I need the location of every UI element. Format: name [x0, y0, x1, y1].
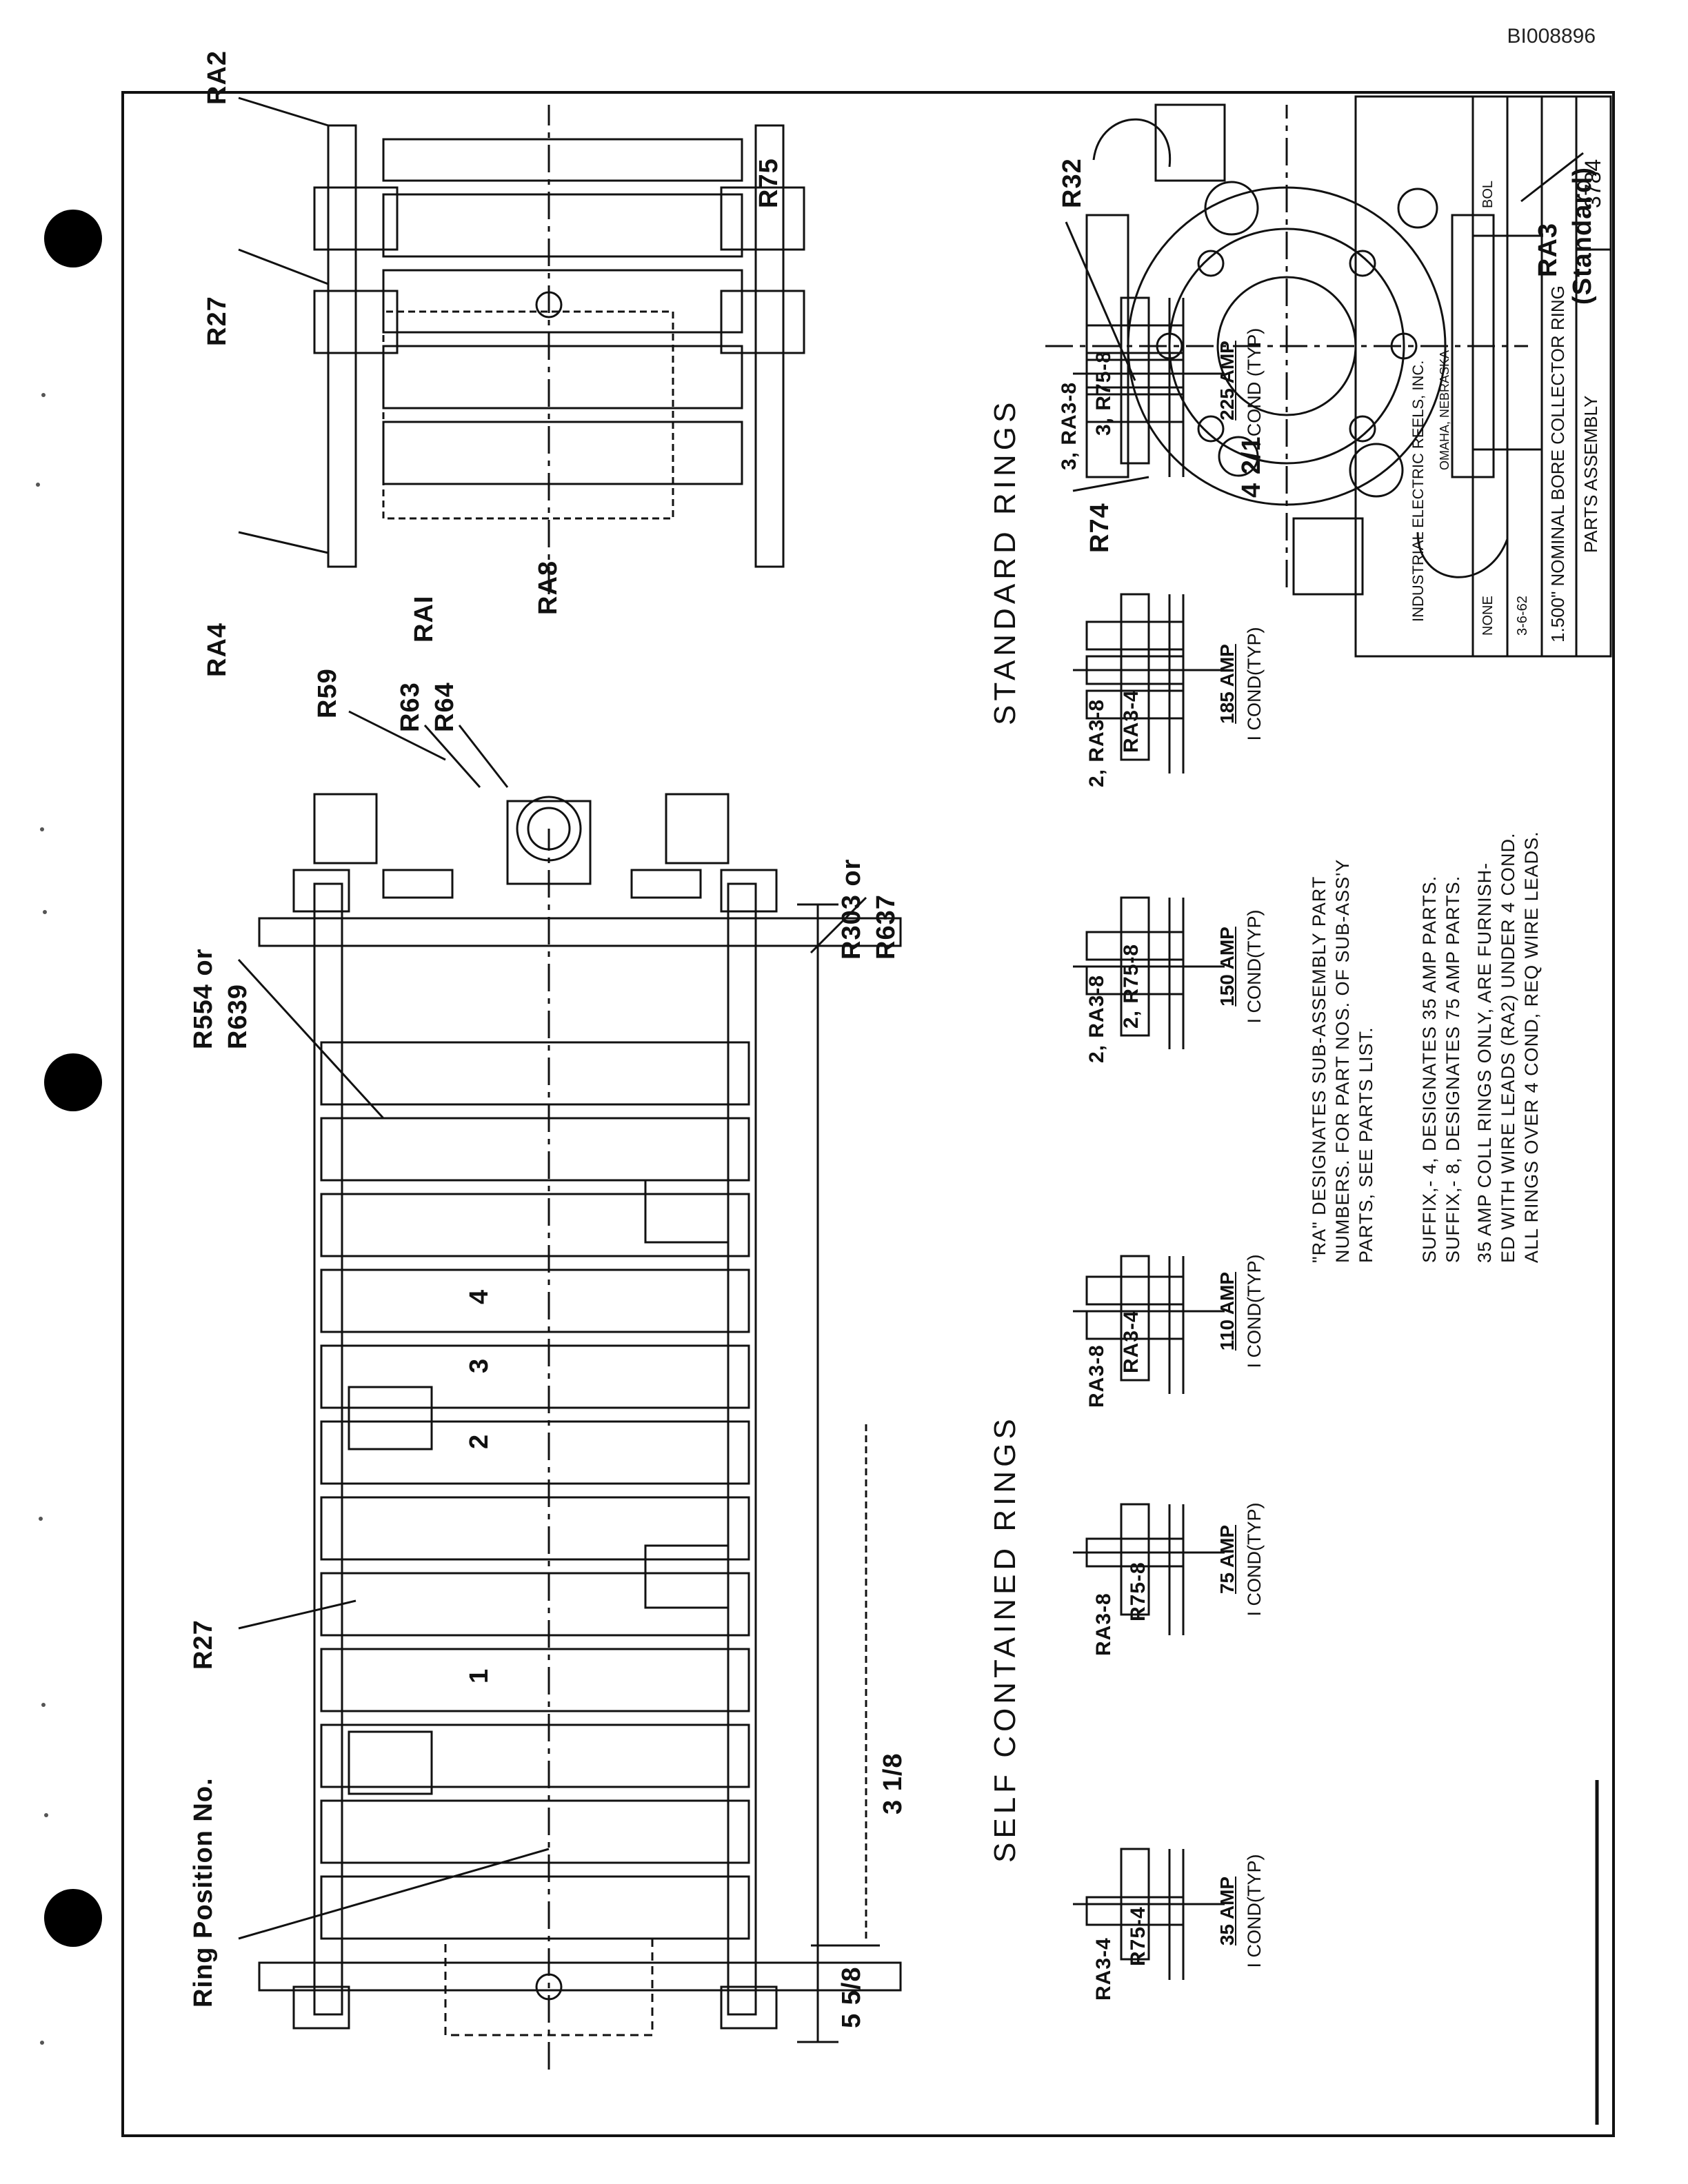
label-r59: R59	[313, 668, 342, 718]
punch-hole	[44, 1053, 102, 1111]
label-r303: R303 or	[837, 858, 866, 960]
drawing-geometry	[237, 95, 1612, 2070]
label-r74: R74	[1085, 503, 1114, 553]
label-ra3: RA3	[1534, 222, 1563, 277]
v150-cond: I COND(TYP)	[1244, 909, 1265, 1024]
drawing-sheet: Ring Position No. R27 R554 or R639 R59 R…	[121, 50, 1616, 2138]
label-ra4: RA4	[203, 622, 232, 677]
v110-cond: I COND(TYP)	[1244, 1254, 1265, 1368]
landscape-layer: Ring Position No. R27 R554 or R639 R59 R…	[121, 50, 1616, 2138]
ring-number-4: 4	[465, 1288, 494, 1304]
punch-hole	[44, 1889, 102, 1947]
label-r637: R637	[872, 894, 901, 960]
v225-amp: 225 AMP	[1216, 341, 1238, 421]
ring-number-2: 2	[465, 1433, 494, 1449]
note-ra-designation: "RA" DESIGNATES SUB-ASSEMBLY PART NUMBER…	[1309, 858, 1376, 1263]
drawing-frame	[121, 91, 1615, 2137]
v225-part-1: 3, RA3-8	[1058, 381, 1081, 470]
tb-title-1: 1.500" NOMINAL BORE COLLECTOR RING	[1547, 285, 1568, 643]
tb-title-2: PARTS ASSEMBLY	[1580, 395, 1601, 553]
tb-city: OMAHA, NEBRASKA	[1438, 350, 1451, 470]
v185-cond: I COND(TYP)	[1244, 627, 1265, 741]
variant-110	[1073, 1255, 1225, 1394]
v225-part-2: 3, R75-8	[1092, 350, 1115, 436]
v185-part-1: 2, RA3-8	[1085, 698, 1108, 787]
v185-amp: 185 AMP	[1216, 644, 1238, 724]
v35-cond: I COND(TYP)	[1244, 1854, 1265, 1968]
punch-hole	[44, 210, 102, 267]
ring-number-1: 1	[465, 1668, 494, 1684]
end-view	[1045, 103, 1584, 596]
v35-amp: 35 AMP	[1216, 1876, 1238, 1946]
v110-part-1: RA3-8	[1085, 1344, 1108, 1408]
variant-75	[1073, 1503, 1225, 1635]
document-id: BI008896	[1507, 25, 1596, 48]
v150-part-2: 2, R75-8	[1120, 943, 1143, 1029]
label-r75: R75	[754, 158, 783, 208]
label-ra8: RA8	[534, 560, 563, 615]
variant-225	[1073, 296, 1225, 477]
dim-overall: 5 5/8	[837, 1966, 866, 2028]
self-contained-assembly	[237, 710, 902, 2070]
label-r63: R63	[396, 682, 425, 732]
tb-scale: NONE	[1480, 596, 1496, 636]
v110-amp: 110 AMP	[1216, 1271, 1238, 1351]
v110-part-2: RA3-4	[1120, 1310, 1143, 1373]
section-self-contained: SELF CONTAINED RINGS	[988, 1415, 1022, 1863]
label-r554: R554 or	[189, 948, 218, 1049]
label-ring-position: Ring Position No.	[189, 1777, 218, 2008]
v150-part-1: 2, RA3-8	[1085, 974, 1108, 1063]
label-r639: R639	[223, 984, 252, 1049]
tb-drawn: BOL	[1480, 180, 1496, 208]
label-r64: R64	[430, 682, 459, 732]
v75-part-2: R75-8	[1127, 1561, 1149, 1621]
variant-150	[1073, 896, 1225, 1049]
v35-part-1: RA3-4	[1092, 1937, 1115, 2001]
v75-cond: I COND(TYP)	[1244, 1502, 1265, 1617]
note-suffix: SUFFIX,- 4, DESIGNATES 35 AMP PARTS. SUF…	[1419, 875, 1463, 1263]
tb-company: INDUSTRIAL ELECTRIC REELS, INC.	[1409, 360, 1427, 622]
v185-part-2: RA3-4	[1120, 689, 1143, 753]
v75-part-1: RA3-8	[1092, 1593, 1115, 1656]
label-ra2: RA2	[203, 50, 232, 105]
label-r27-std: R27	[203, 296, 232, 346]
label-ra1: RAI	[410, 595, 439, 643]
title-block	[1354, 95, 1612, 658]
v35-part-2: R75-4	[1127, 1906, 1149, 1966]
section-standard: STANDARD RINGS	[988, 398, 1022, 725]
v225-cond: I COND (TYP)	[1244, 327, 1265, 447]
v150-amp: 150 AMP	[1216, 927, 1238, 1007]
amp-variants	[1073, 296, 1225, 1980]
variant-35	[1073, 1848, 1225, 1980]
tb-number: 3784	[1580, 159, 1605, 208]
label-r27: R27	[189, 1619, 218, 1670]
ring-number-3: 3	[465, 1357, 494, 1373]
label-r32: R32	[1058, 158, 1087, 208]
dim-body: 3 1/8	[878, 1752, 907, 1814]
v75-amp: 75 AMP	[1216, 1524, 1238, 1595]
standard-assembly	[238, 97, 805, 594]
variant-185	[1073, 593, 1225, 774]
tb-date: 3-6-62	[1515, 596, 1530, 636]
note-wire-leads: 35 AMP COLL RINGS ONLY, ARE FURNISH- ED …	[1474, 831, 1542, 1263]
